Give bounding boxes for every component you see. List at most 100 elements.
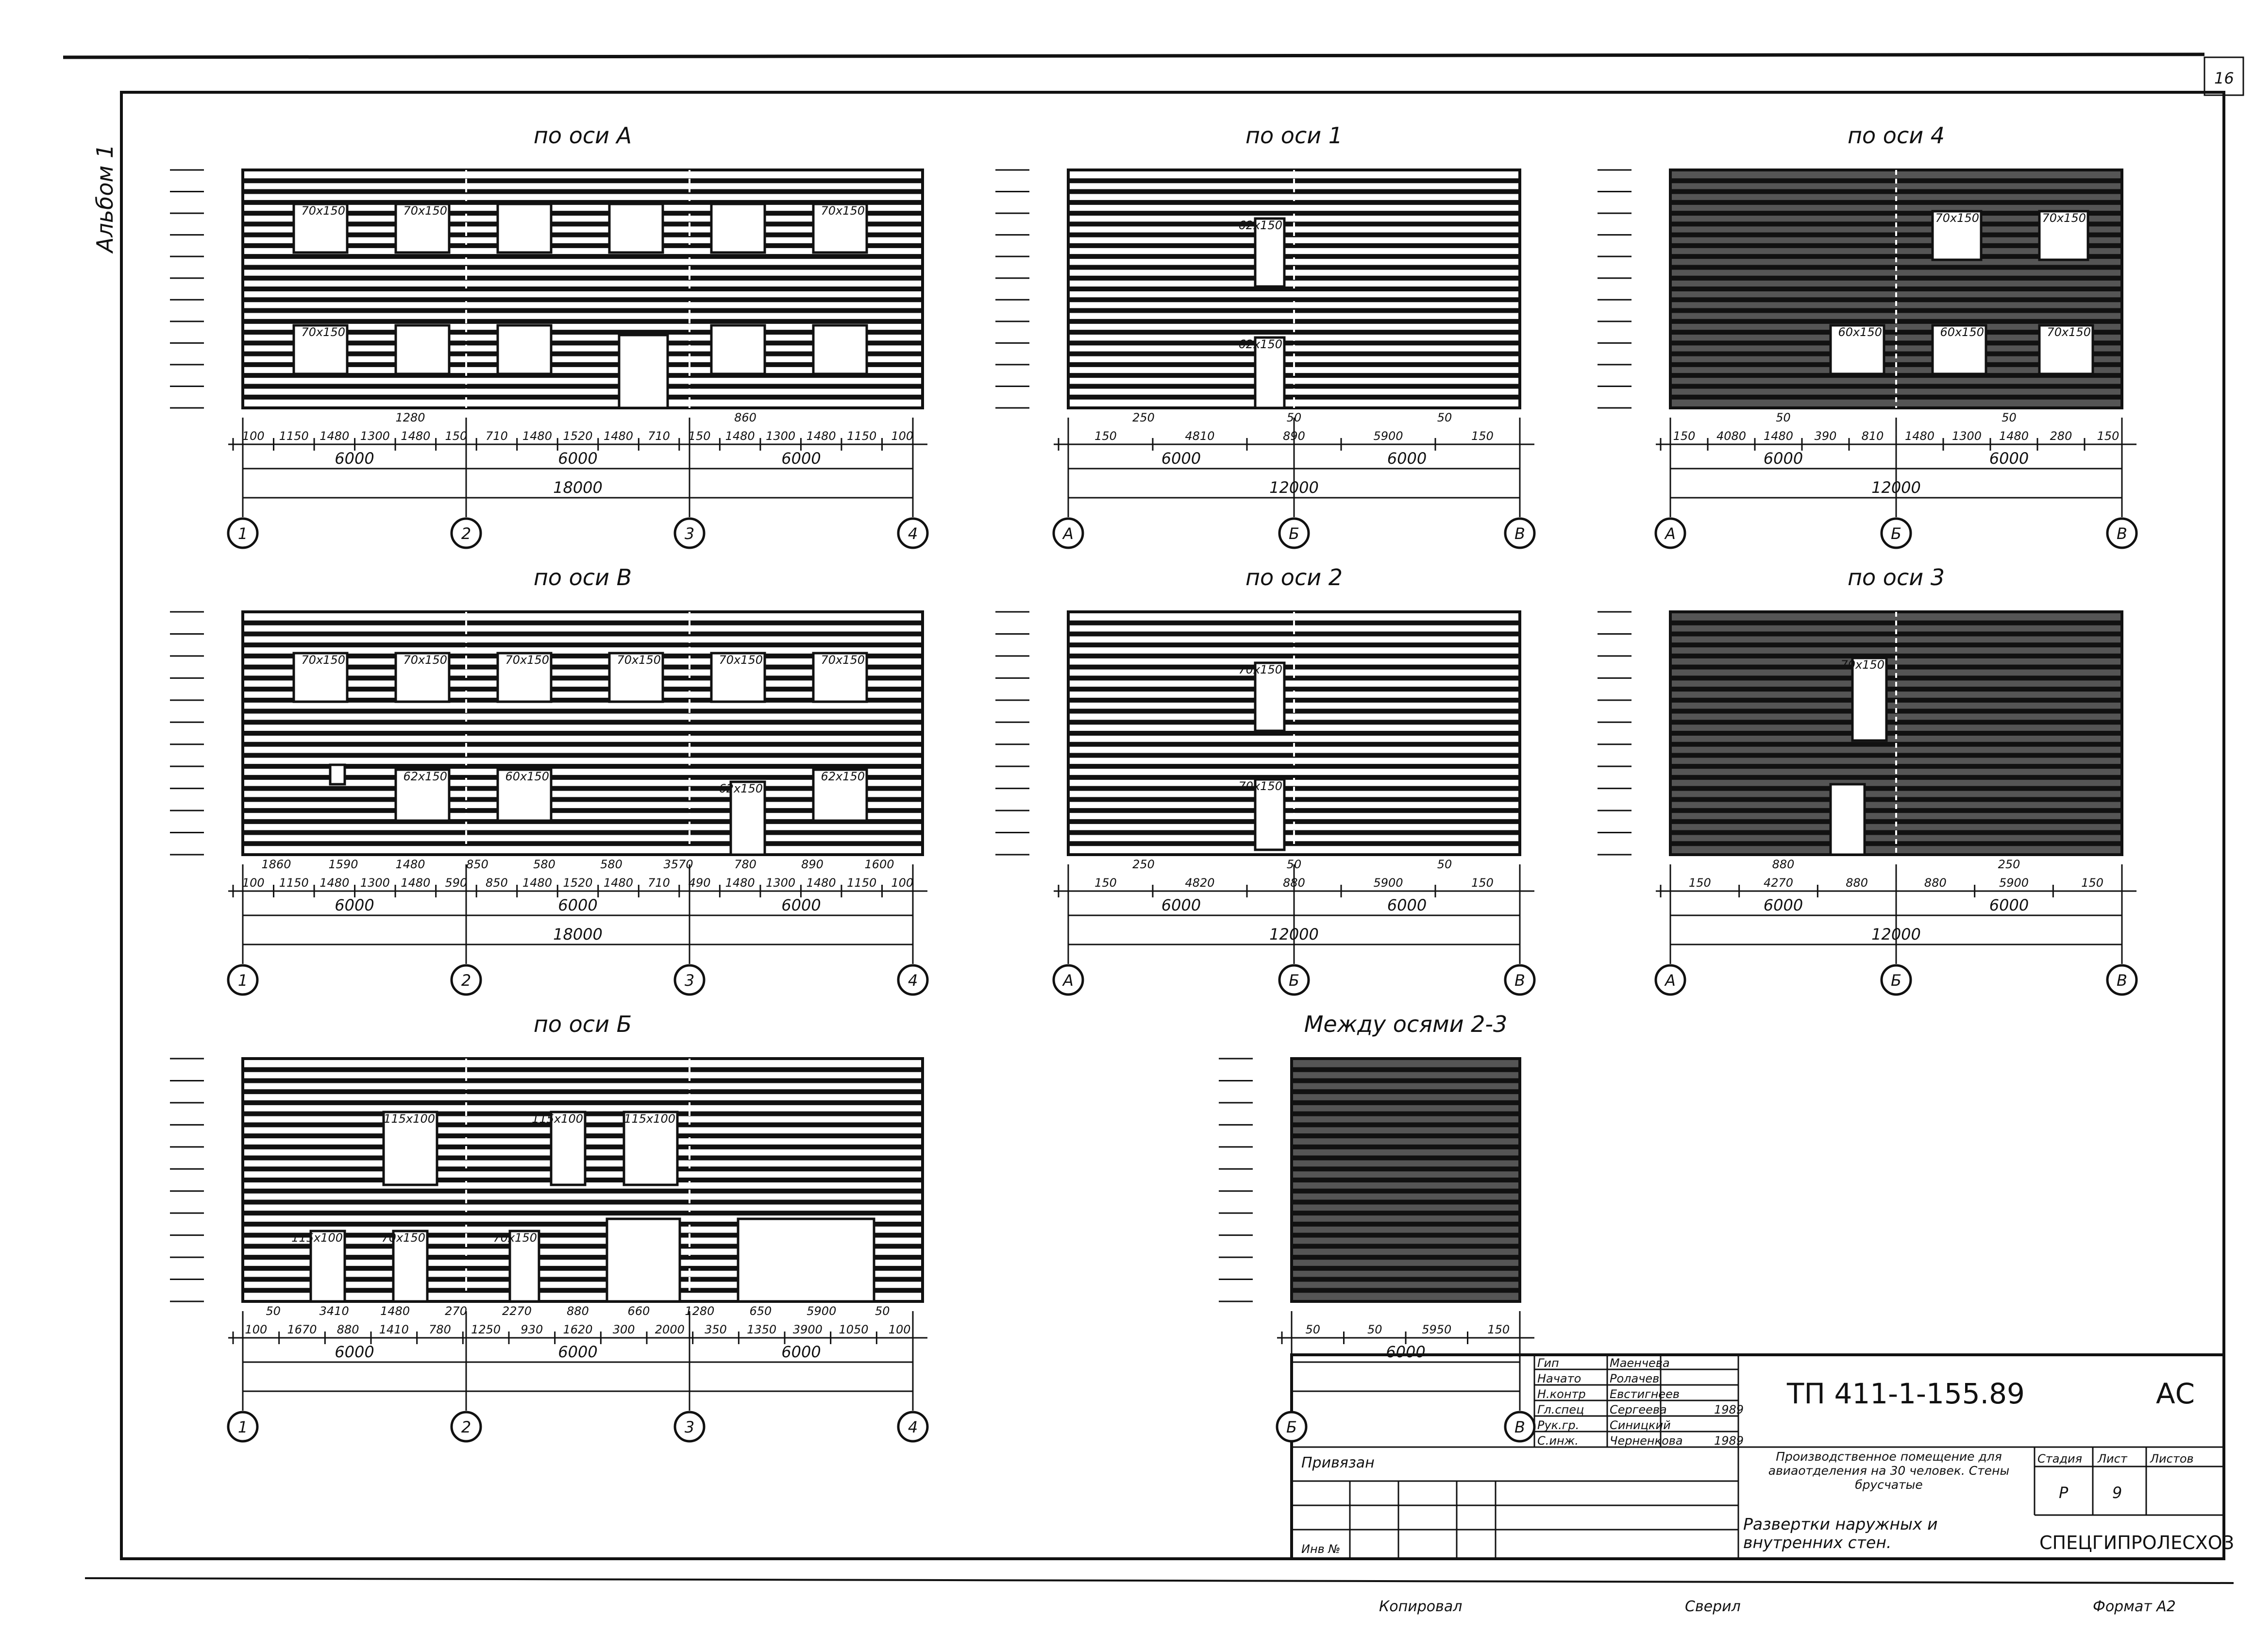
extra-dimension: 660 <box>628 1304 650 1318</box>
detail-dimension: 350 <box>705 1323 727 1336</box>
door-opening: 62х150 <box>1238 217 1286 288</box>
window-size-label: 70х150 <box>2042 211 2086 225</box>
window-opening: 70х150 <box>812 202 868 254</box>
opening-rect <box>812 652 868 703</box>
window-size-label: 70х150 <box>301 325 345 339</box>
extra-dimension: 1280 <box>395 411 425 424</box>
extra-dimension: 580 <box>600 858 622 871</box>
window-opening: 62х150 <box>812 768 868 822</box>
opening-rect <box>1931 324 1987 375</box>
window-size-label: 62х150 <box>1238 337 1282 351</box>
detail-dimension: 150 <box>1673 429 1696 443</box>
window-size-label: 70х150 <box>301 653 345 667</box>
sheet-frame: 16 Альбом 1 Копировал Сверил Формат А2 <box>63 52 2244 1615</box>
window-size-label: 70х150 <box>1935 211 1979 225</box>
extra-dimension: 860 <box>734 411 757 424</box>
window-size-label: 60х150 <box>1838 325 1882 339</box>
role-2: Начато <box>1537 1372 1581 1385</box>
detail-dimension: 1480 <box>807 429 836 443</box>
detail-dimension: 150 <box>1471 429 1494 443</box>
panel-title: по оси Б <box>534 1011 632 1037</box>
detail-dimension: 1480 <box>522 876 552 890</box>
extra-dimension: 50 <box>1776 411 1791 424</box>
detail-dimension: 1480 <box>320 429 349 443</box>
panel-title: по оси В <box>534 564 632 590</box>
detail-dimension: 1150 <box>279 429 309 443</box>
detail-dimension: 4810 <box>1185 429 1214 443</box>
opening-rect <box>729 780 766 856</box>
window-size-label: 70х150 <box>493 1231 537 1245</box>
detail-dimension: 1300 <box>766 429 795 443</box>
segment-dimension: 6000 <box>1161 449 1201 468</box>
opening-rect <box>394 324 451 375</box>
extra-dimension: 50 <box>266 1304 281 1318</box>
detail-dimension: 100 <box>242 876 265 890</box>
extra-dimension: 50 <box>2002 411 2017 424</box>
window-opening: 70х150 <box>496 652 553 703</box>
door-opening <box>1829 783 1866 856</box>
detail-dimension: 780 <box>429 1323 451 1336</box>
panel-title: по оси 2 <box>1245 564 1343 590</box>
window-size-label: 70х150 <box>381 1231 425 1245</box>
detail-dimension: 5900 <box>1373 876 1403 890</box>
panel-title: по оси 1 <box>1245 122 1343 149</box>
segment-dimension: 6000 <box>1764 449 1803 468</box>
detail-dimension: 3900 <box>793 1323 823 1336</box>
stamp-code: ТП 411-1-155.89 <box>1786 1377 2025 1410</box>
window-opening: 115х100 <box>622 1111 679 1186</box>
axis-bubble <box>897 517 929 549</box>
window-opening: 70х150 <box>1931 210 1983 261</box>
window-opening: 70х150 <box>292 324 349 375</box>
axis-label: Б <box>1286 1418 1297 1436</box>
window-size-label: 62х150 <box>719 782 763 795</box>
extra-dimension: 2270 <box>502 1304 532 1318</box>
segment-dimension: 6000 <box>781 1343 821 1361</box>
total-dimension: 18000 <box>553 925 603 944</box>
opening-rect <box>496 652 553 703</box>
sheet-title: Развертки наружных и внутренних стен. <box>1743 1515 1938 1552</box>
opening-rect <box>812 202 868 254</box>
extra-dimension: 250 <box>1132 858 1155 871</box>
detail-dimension: 590 <box>445 876 468 890</box>
window-opening <box>737 1217 875 1303</box>
axis-bubble <box>1654 964 1686 996</box>
detail-dimension: 150 <box>2081 876 2103 890</box>
organization: СПЕЦГИПРОЛЕСХОЗ <box>2039 1532 2234 1553</box>
opening-rect <box>1254 217 1286 288</box>
window-opening <box>812 324 868 375</box>
axis-bubble <box>1654 517 1686 549</box>
opening-rect <box>812 324 868 375</box>
detail-dimension: 1150 <box>279 876 309 890</box>
detail-dimension: 1670 <box>287 1323 317 1336</box>
opening-rect <box>1254 661 1286 732</box>
opening-rect <box>2038 210 2089 261</box>
window-size-label: 70х150 <box>821 204 865 218</box>
axis-bubble <box>227 964 259 996</box>
opening-rect <box>1931 210 1983 261</box>
window-opening: 70х150 <box>394 202 451 254</box>
window-size-label: 62х150 <box>403 770 447 783</box>
extra-dimension: 270 <box>445 1304 467 1318</box>
opening-rect <box>508 1230 540 1303</box>
detail-dimension: 100 <box>245 1323 267 1336</box>
window-size-label: 60х150 <box>1940 325 1984 339</box>
segment-dimension: 6000 <box>558 896 597 914</box>
door-opening: 70х150 <box>493 1230 540 1303</box>
window-opening: 70х150 <box>710 652 766 703</box>
opening-rect <box>496 202 553 254</box>
detail-dimension: 1480 <box>522 429 552 443</box>
detail-dimension: 880 <box>1846 876 1868 890</box>
axis-label: А <box>1062 524 1074 543</box>
opening-rect <box>1829 324 1885 375</box>
window-opening: 60х150 <box>496 768 553 822</box>
detail-dimension: 150 <box>1471 876 1494 890</box>
opening-rect <box>550 1111 587 1186</box>
window-opening: 70х150 <box>394 652 451 703</box>
axis-bubble <box>450 964 482 996</box>
opening-rect <box>329 763 346 786</box>
detail-dimension: 1480 <box>1764 429 1793 443</box>
